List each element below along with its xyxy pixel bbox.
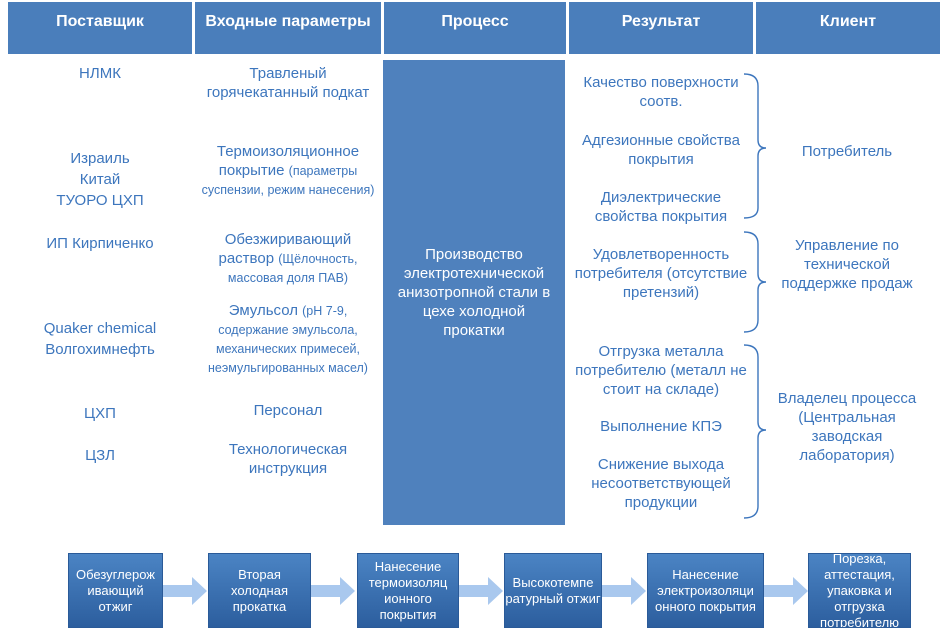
result-adhesion-label: Адгезионные свойства покрытия: [582, 132, 740, 168]
flow-step-4-label: Высокотемпе ратурный отжиг: [505, 574, 601, 606]
process-text: Производство электротехнической анизотро…: [397, 246, 551, 339]
supplier-nlmk-label: НЛМК: [79, 65, 121, 82]
input-coating-main: Термоизоляционное покрытие: [216, 143, 360, 179]
result-shipment-label: Отгрузка металла потребителю (металл не …: [575, 343, 747, 398]
input-podkat: Травленый горячекатанный подкат: [200, 64, 376, 102]
flow-step-high-temp-annealing: Высокотемпе ратурный отжиг: [504, 553, 602, 628]
result-dielectric-label: Диэлектрические свойства покрытия: [594, 189, 728, 225]
input-degreaser: Обезжиривающий раствор (Щёлочность, масс…: [200, 230, 376, 287]
supplier-tuoro: ТУОРО ЦХП: [56, 192, 144, 209]
result-defects-label: Снижение выхода несоответствующей продук…: [591, 456, 731, 511]
input-degreaser-note: (Щёлочность, массовая доля ПАВ): [227, 252, 358, 285]
input-degreaser-main: Обезжиривающий раствор: [218, 231, 352, 267]
header-client: Клиент: [756, 2, 940, 54]
client-process-owner: Владелец процесса (Центральная заводская…: [766, 389, 928, 465]
result-surface-label: Качество поверхности соотв.: [583, 74, 739, 110]
header-process: Процесс: [384, 2, 566, 54]
flow-step-decarburization: Обезуглерож ивающий отжиг: [68, 553, 163, 628]
brace-2: [743, 231, 767, 333]
supplier-tszl-label: ЦЗЛ: [85, 447, 115, 464]
client-consumer: Потребитель: [766, 142, 928, 161]
input-instruction: Технологическая инструкция: [200, 440, 376, 478]
flow-arrow-3: [458, 577, 503, 605]
flow-step-electro-coating: Нанесение электроизоляци онного покрытия: [647, 553, 764, 628]
supplier-tszl: ЦЗЛ: [8, 446, 192, 465]
process-box: Производство электротехнической анизотро…: [383, 60, 565, 525]
header-process-label: Процесс: [441, 13, 509, 30]
header-client-label: Клиент: [819, 13, 877, 30]
result-dielectric: Диэлектрические свойства покрытия: [574, 188, 748, 226]
flow-step-3-label: Нанесение термоизоляц ионного покрытия: [368, 558, 448, 622]
client-sales-support-label: Управление по технической поддержке прод…: [781, 237, 913, 292]
header-result: Результат: [569, 2, 753, 54]
result-shipment: Отгрузка металла потребителю (металл не …: [574, 342, 748, 399]
flow-step-thermal-coating: Нанесение термоизоляц ионного покрытия: [357, 553, 459, 628]
supplier-tskhp: ЦХП: [8, 404, 192, 423]
input-emulsol-note: (рН 7-9, содержание эмульсола, механичес…: [208, 304, 368, 375]
supplier-group-4: Quaker chemical Волгохимнефть: [0, 319, 200, 359]
result-surface: Качество поверхности соотв.: [574, 73, 748, 111]
result-defects: Снижение выхода несоответствующей продук…: [574, 455, 748, 512]
supplier-tskhp-label: ЦХП: [84, 405, 116, 422]
supplier-group-2: Израиль Китай ТУОРО ЦХП: [8, 149, 192, 210]
flow-arrow-2: [310, 577, 355, 605]
flow-step-second-rolling: Вторая холодная прокатка: [208, 553, 311, 628]
input-emulsol: Эмульсол (рН 7-9, содержание эмульсола, …: [200, 301, 376, 377]
header-inputs: Входные параметры: [195, 2, 381, 54]
flow-step-1-label: Обезуглерож ивающий отжиг: [76, 566, 155, 614]
result-kpi: Выполнение КПЭ: [574, 417, 748, 436]
client-sales-support: Управление по технической поддержке прод…: [766, 236, 928, 293]
brace-1: [743, 73, 767, 219]
result-satisfaction-label: Удовлетворенность потребителя (отсутстви…: [574, 246, 748, 301]
flow-arrow-5: [763, 577, 808, 605]
input-emulsol-main: Эмульсол: [228, 302, 298, 319]
header-supplier-label: Поставщик: [56, 13, 144, 30]
flow-arrow-1: [162, 577, 207, 605]
header-result-label: Результат: [621, 13, 701, 30]
input-coating: Термоизоляционное покрытие (параметры су…: [200, 142, 376, 199]
flow-step-5-label: Нанесение электроизоляци онного покрытия: [655, 566, 756, 614]
header-supplier: Поставщик: [8, 2, 192, 54]
supplier-kirpichenko: ИП Кирпиченко: [8, 234, 192, 253]
supplier-quaker: Quaker chemical: [43, 320, 157, 337]
result-kpi-label: Выполнение КПЭ: [600, 418, 722, 435]
input-podkat-label: Травленый горячекатанный подкат: [206, 65, 370, 101]
input-instruction-label: Технологическая инструкция: [228, 441, 348, 477]
supplier-kirpichenko-label: ИП Кирпиченко: [46, 235, 154, 252]
brace-3: [743, 344, 767, 519]
flow-arrow-4: [601, 577, 646, 605]
input-personnel-label: Персонал: [253, 402, 323, 419]
client-consumer-label: Потребитель: [801, 143, 893, 160]
flow-step-6-label: Порезка, аттестация, упаковка и отгрузка…: [820, 553, 899, 628]
header-inputs-label: Входные параметры: [205, 13, 371, 30]
result-adhesion: Адгезионные свойства покрытия: [574, 131, 748, 169]
supplier-china: Китай: [79, 171, 121, 188]
input-personnel: Персонал: [200, 401, 376, 420]
flow-step-cutting-shipping: Порезка, аттестация, упаковка и отгрузка…: [808, 553, 911, 628]
supplier-nlmk: НЛМК: [8, 64, 192, 83]
supplier-israel: Израиль: [70, 150, 130, 167]
result-satisfaction: Удовлетворенность потребителя (отсутстви…: [574, 245, 748, 302]
supplier-volgokhimneft: Волгохимнефть: [45, 341, 155, 358]
flow-step-2-label: Вторая холодная прокатка: [230, 566, 288, 614]
input-coating-note: (параметры суспензии, режим нанесения): [201, 164, 375, 197]
client-process-owner-label: Владелец процесса (Центральная заводская…: [777, 390, 917, 464]
